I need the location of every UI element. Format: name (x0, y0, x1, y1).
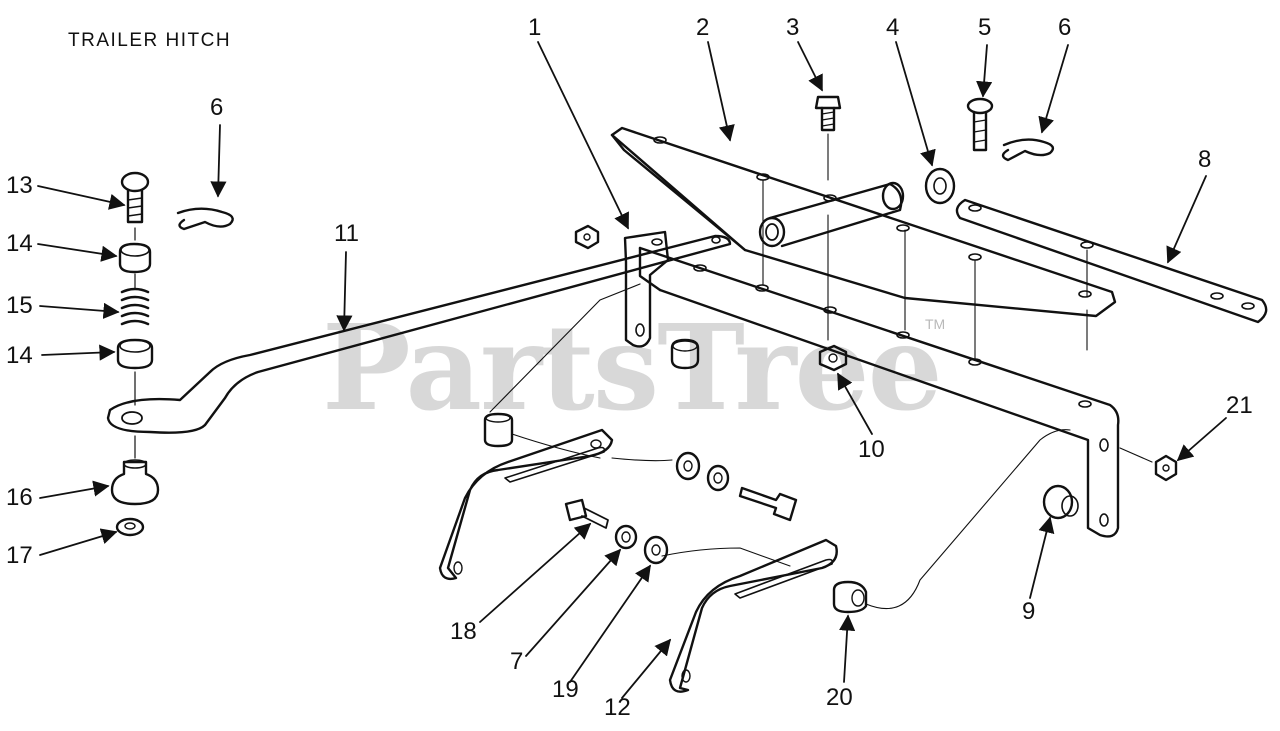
page-title: TRAILER HITCH (68, 30, 232, 51)
part-11-hitch-bar (106, 234, 732, 434)
leader-16 (39, 480, 110, 499)
bracket-bushing (670, 338, 700, 370)
callout-9: 9 (1022, 598, 1036, 625)
part-18-bolt (564, 498, 588, 522)
leader-3 (797, 41, 823, 92)
angle-bar (638, 246, 1120, 538)
callout-4: 4 (886, 14, 900, 41)
part-14-collar-bottom (116, 338, 154, 370)
callout-10: 10 (858, 436, 885, 463)
callout-15: 15 (6, 292, 33, 319)
washer-upper-a (675, 451, 701, 481)
part-6-clip-right (1001, 138, 1055, 162)
leader-14-bottom (41, 344, 116, 361)
part-16-spacer (110, 460, 160, 506)
callout-13: 13 (6, 172, 33, 199)
callout-5: 5 (978, 14, 992, 41)
leader-8 (1166, 175, 1207, 264)
part-15-spring (120, 287, 150, 326)
leader-15 (39, 302, 120, 319)
upper-link (438, 428, 614, 581)
callout-19: 19 (552, 676, 579, 703)
part-1-bracket (623, 230, 670, 348)
part-21-nut (1154, 454, 1178, 482)
leader-5 (976, 44, 993, 98)
callout-17: 17 (6, 542, 33, 569)
callout-12: 12 (604, 694, 631, 721)
leader-21 (1176, 417, 1227, 462)
part-6-clip-left (176, 207, 234, 231)
callout-2: 2 (696, 14, 710, 41)
leader-10 (837, 372, 873, 435)
upper-bolt (738, 486, 798, 522)
callout-8: 8 (1198, 146, 1212, 173)
part-17-washer (115, 517, 145, 537)
leader-20 (839, 614, 856, 683)
leader-2 (707, 41, 735, 142)
part-8-bar (955, 198, 1268, 324)
leader-19 (569, 564, 651, 683)
leader-13 (37, 185, 126, 210)
pivot-tube (768, 182, 903, 248)
part-4-washer (924, 167, 956, 205)
callout-14-bottom: 14 (6, 342, 33, 369)
small-nut (574, 224, 600, 250)
part-20-bushing (832, 580, 868, 614)
part-7-washer (614, 524, 638, 550)
callout-6-left: 6 (210, 94, 224, 121)
leader-18 (479, 522, 592, 623)
leader-12 (621, 638, 672, 699)
part-3-bolt (814, 95, 842, 110)
part-19-washer (643, 535, 669, 565)
part-13-pin-head (120, 171, 150, 193)
leader-7 (525, 548, 622, 657)
callout-18: 18 (450, 618, 477, 645)
leader-11 (336, 251, 353, 332)
leader-1 (537, 41, 629, 230)
leader-14-top (37, 243, 118, 262)
part-14-collar-top (118, 242, 152, 274)
leader-4 (895, 41, 936, 167)
part-10-nut (818, 344, 848, 372)
callout-7: 7 (510, 648, 524, 675)
washer-upper-b (706, 464, 730, 492)
leader-6-right (1038, 44, 1069, 134)
callout-6-right: 6 (1058, 14, 1072, 41)
leader-9 (1029, 516, 1055, 599)
callout-21: 21 (1226, 392, 1253, 419)
upper-link-bushing (483, 412, 514, 448)
callout-11: 11 (334, 220, 359, 247)
callout-16: 16 (6, 484, 33, 511)
callout-20: 20 (826, 684, 853, 711)
part-9-bushing (1042, 484, 1074, 520)
callout-3: 3 (786, 14, 800, 41)
leader-17 (39, 528, 118, 556)
callout-1: 1 (528, 14, 542, 41)
callout-14-top: 14 (6, 230, 33, 257)
trademark-mark: TM (925, 316, 946, 332)
leader-6-left (210, 124, 227, 198)
part-2-plate (610, 126, 1117, 318)
part-5-pin-head (966, 97, 994, 115)
part-12-link (668, 538, 838, 693)
